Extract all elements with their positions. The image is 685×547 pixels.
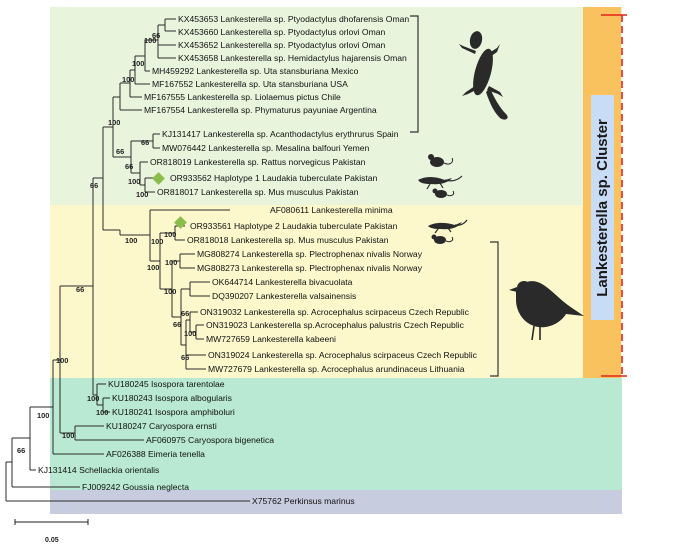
leaf-label: FJ009242 Goussia neglecta: [82, 482, 189, 492]
leaf-label: ON319032 Lankesterella sp. Acrocephalus …: [200, 307, 470, 317]
cluster-label: Lankesterella sp. Cluster: [594, 119, 611, 297]
bootstrap-value: 100: [87, 394, 99, 403]
leaf-label: MW727679 Lankesterella sp. Acrocephalus …: [208, 364, 465, 374]
bootstrap-value: 100: [164, 230, 176, 239]
leaf-label: OK644714 Lankesterella bivacuolata: [212, 277, 353, 287]
bootstrap-value: 100: [56, 356, 68, 365]
leaf-label: KJ131414 Schellackia orientalis: [38, 465, 159, 475]
bootstrap-value: 100: [164, 287, 176, 296]
leaf-label: ON319024 Lankesterella sp. Acrocephalus …: [208, 350, 478, 360]
bootstrap-value: 66: [125, 162, 133, 171]
leaf-label: KX453652 Lankesterella sp. Ptyodactylus …: [178, 40, 386, 50]
leaf-label: KX453653 Lankesterella sp. Ptyodactylus …: [178, 14, 409, 24]
cluster-dashed-bracket: [601, 14, 627, 377]
bootstrap-value: 100: [96, 408, 108, 417]
outgroup-clade-box: [50, 378, 622, 490]
bootstrap-value: 100: [184, 329, 196, 338]
leaf-labels: KX453653 Lankesterella sp. Ptyodactylus …: [38, 14, 478, 506]
leaf-label: KX453658 Lankesterella sp. Hemidactylus …: [178, 53, 407, 63]
leaf-label: MF167554 Lankesterella sp. Phymaturus pa…: [144, 105, 377, 115]
leaf-label: AF060975 Caryospora bigenetica: [146, 435, 274, 445]
leaf-label: MW076442 Lankesterella sp. Mesalina balf…: [162, 143, 370, 153]
haplotype-1-diamond-icon: [152, 172, 165, 185]
leaf-label: KU180247 Caryospora ernsti: [106, 421, 217, 431]
leaf-label: AF080611 Lankesterella minima: [270, 205, 393, 215]
bootstrap-value: 100: [136, 190, 148, 199]
bootstrap-value: 66: [17, 446, 25, 455]
leaf-label: OR933561 Haplotype 2 Laudakia tuberculat…: [190, 221, 398, 231]
bootstrap-value: 100: [37, 411, 49, 420]
mouse-icon: [432, 188, 455, 198]
bird-icon: [509, 281, 584, 341]
leaf-label: OR933562 Haplotype 1 Laudakia tuberculat…: [170, 173, 378, 183]
bootstrap-value: 100: [62, 431, 74, 440]
bootstrap-value: 66: [152, 31, 160, 40]
scale-bar: 0.05: [14, 519, 89, 544]
leaf-label: OR818017 Lankesterella sp. Mus musculus …: [157, 187, 359, 197]
leaf-label: OR818019 Lankesterella sp. Rattus norveg…: [150, 157, 366, 167]
mouse-icon: [431, 234, 454, 244]
leaf-label: MW727659 Lankesterella kabeeni: [206, 334, 336, 344]
leaf-label: DQ390207 Lankesterella valsainensis: [212, 291, 356, 301]
bootstrap-value: 100: [108, 118, 120, 127]
leaf-label: X75762 Perkinsus marinus: [252, 496, 355, 506]
rat-icon: [428, 154, 453, 167]
bootstrap-value: 66: [116, 147, 124, 156]
bootstrap-value: 66: [76, 285, 84, 294]
haplotype-2-diamond-icon: [174, 216, 187, 229]
bootstrap-value: 66: [90, 181, 98, 190]
leaf-label: KU180243 Isospora albogularis: [112, 393, 232, 403]
scale-label: 0.05: [45, 537, 59, 544]
bootstrap-value: 100: [144, 36, 156, 45]
bootstrap-values: 66 100 100 100 100 66 66 66 66 100 100 1…: [17, 31, 196, 455]
bootstrap-value: 66: [141, 138, 149, 147]
leaf-label: OR818018 Lankesterella sp. Mus musculus …: [187, 235, 389, 245]
lizard-icon: [428, 219, 468, 234]
bootstrap-value: 66: [181, 353, 189, 362]
leaf-label: KU180245 Isospora tarentolae: [108, 379, 225, 389]
bootstrap-value: 66: [181, 309, 189, 318]
bootstrap-value: 100: [122, 75, 134, 84]
leaf-label: ON319023 Lankesterella sp.Acrocephalus p…: [206, 320, 465, 330]
tree-branches: [5, 18, 250, 502]
clade-brackets: [410, 15, 499, 377]
bootstrap-value: 100: [147, 263, 159, 272]
perkinsus-box: [50, 490, 622, 514]
gecko-icon: [459, 31, 508, 120]
cluster-label-box: [591, 95, 614, 320]
lizard-icon: [418, 175, 463, 190]
bootstrap-value: 66: [173, 320, 181, 329]
leaf-label: MG808274 Lankesterella sp. Plectrophenax…: [197, 249, 423, 259]
leaf-label: AF026388 Eimeria tenella: [106, 449, 205, 459]
bootstrap-value: 100: [151, 237, 163, 246]
leaf-label: MF167555 Lankesterella sp. Liolaemus pic…: [144, 92, 341, 102]
leaf-label: MG808273 Lankesterella sp. Plectrophenax…: [197, 263, 423, 273]
leaf-label: MH459292 Lankesterella sp. Uta stansburi…: [152, 66, 359, 76]
leaf-label: MF167552 Lankesterella sp. Uta stansburi…: [152, 79, 348, 89]
bootstrap-value: 100: [125, 236, 137, 245]
bootstrap-value: 100: [132, 59, 144, 68]
bootstrap-value: 100: [128, 177, 140, 186]
bootstrap-value: 100: [165, 258, 177, 267]
leaf-label: KX453660 Lankesterella sp. Ptyodactylus …: [178, 27, 386, 37]
leaf-label: KU180241 Isospora amphiboluri: [112, 407, 235, 417]
leaf-label: KJ131417 Lankesterella sp. Acanthodactyl…: [162, 129, 399, 139]
